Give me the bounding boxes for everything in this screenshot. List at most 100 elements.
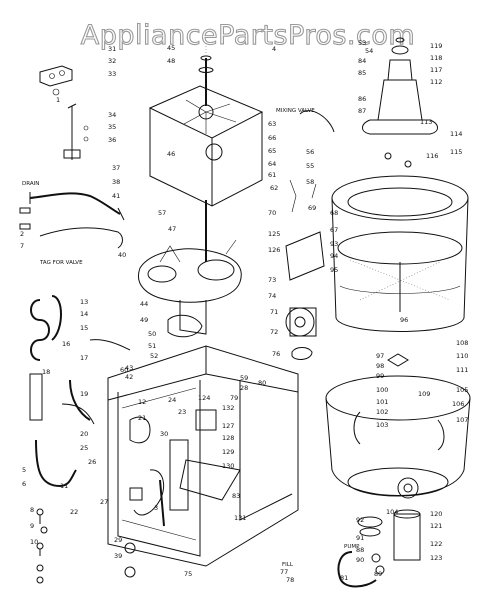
callout-76: 76 <box>272 350 280 358</box>
callout-44: 44 <box>140 300 148 308</box>
callout-layer: 1234567891011121314151617181920212223242… <box>20 39 468 584</box>
callout-7: 7 <box>20 242 24 250</box>
transmission <box>138 200 242 338</box>
callout-50: 50 <box>148 330 156 338</box>
callout-12: 12 <box>138 398 146 406</box>
callout-48: 48 <box>167 57 175 65</box>
callout-63: 63 <box>268 120 276 128</box>
notes: DRAIN MIXING VALVE TAG FOR VALVE PUMP FI… <box>22 108 360 568</box>
callout-53: 53 <box>358 39 366 47</box>
callout-24: 24 <box>168 396 176 404</box>
callout-128: 128 <box>222 434 234 442</box>
callout-1: 1 <box>56 96 60 104</box>
callout-117: 117 <box>430 66 442 74</box>
callout-52: 52 <box>150 352 158 360</box>
callout-90: 90 <box>356 556 364 564</box>
callout-112: 112 <box>430 78 442 86</box>
callout-83: 83 <box>232 492 240 500</box>
callout-47: 47 <box>168 225 176 233</box>
cabinet-frame <box>107 345 299 567</box>
callout-60: 60 <box>120 366 128 374</box>
callout-127: 127 <box>222 422 234 430</box>
callout-42: 42 <box>125 373 133 381</box>
motor-assembly <box>285 110 335 360</box>
callout-64: 64 <box>268 160 276 168</box>
callout-95: 95 <box>330 266 338 274</box>
callout-108: 108 <box>456 339 468 347</box>
callout-17: 17 <box>80 354 88 362</box>
callout-73: 73 <box>268 276 276 284</box>
callout-61: 61 <box>268 171 276 179</box>
callout-107: 107 <box>456 416 468 424</box>
callout-80: 80 <box>258 379 266 387</box>
callout-22: 22 <box>70 508 78 516</box>
callout-94: 94 <box>330 252 338 260</box>
callout-104: 104 <box>386 508 398 516</box>
callout-122: 122 <box>430 540 442 548</box>
note-tag-for-valve: TAG FOR VALVE <box>39 260 83 266</box>
callout-115: 115 <box>450 148 462 156</box>
callout-36: 36 <box>108 136 116 144</box>
callout-39: 39 <box>114 552 122 560</box>
callout-100: 100 <box>376 386 388 394</box>
callout-131: 131 <box>234 514 246 522</box>
callout-132: 132 <box>222 404 234 412</box>
callout-77: 77 <box>280 568 288 576</box>
callout-11: 11 <box>60 482 68 490</box>
callout-72: 72 <box>270 328 278 336</box>
callout-85: 85 <box>358 69 366 77</box>
callout-102: 102 <box>376 408 388 416</box>
callout-121: 121 <box>430 522 442 530</box>
callout-25: 25 <box>80 444 88 452</box>
wash-tub <box>331 175 469 332</box>
callout-41: 41 <box>112 192 120 200</box>
left-hardware <box>36 508 136 584</box>
callout-71: 71 <box>270 308 278 316</box>
callout-62: 62 <box>270 184 278 192</box>
callout-40: 40 <box>118 251 126 259</box>
callout-68: 68 <box>330 209 338 217</box>
callout-51: 51 <box>148 342 156 350</box>
callout-29: 29 <box>114 536 122 544</box>
callout-16: 16 <box>62 340 70 348</box>
callout-8: 8 <box>30 506 34 514</box>
callout-34: 34 <box>108 111 116 119</box>
callout-98: 98 <box>376 362 384 370</box>
callout-125: 125 <box>268 230 280 238</box>
callout-6: 6 <box>22 480 26 488</box>
callout-93: 93 <box>330 240 338 248</box>
callout-2: 2 <box>20 230 24 238</box>
callout-97: 97 <box>376 352 384 360</box>
callout-18: 18 <box>42 368 50 376</box>
note-pump: PUMP <box>344 544 360 550</box>
callout-57: 57 <box>158 209 166 217</box>
callout-113: 113 <box>420 118 432 126</box>
callout-101: 101 <box>376 398 388 406</box>
drain-hose <box>19 192 125 249</box>
callout-129: 129 <box>222 448 234 456</box>
callout-32: 32 <box>108 57 116 65</box>
callout-31: 31 <box>108 45 116 53</box>
callout-74: 74 <box>268 292 276 300</box>
callout-69: 69 <box>308 204 316 212</box>
callout-78: 78 <box>286 576 294 584</box>
callout-84: 84 <box>358 57 366 65</box>
callout-105: 105 <box>456 386 468 394</box>
callout-35: 35 <box>108 123 116 131</box>
callout-15: 15 <box>80 324 88 332</box>
note-mixing-valve: MIXING VALVE <box>276 108 315 114</box>
callout-126: 126 <box>268 246 280 254</box>
callout-99: 99 <box>376 372 384 380</box>
callout-28: 28 <box>240 384 248 392</box>
callout-58: 58 <box>306 178 314 186</box>
callout-110: 110 <box>456 352 468 360</box>
callout-81: 81 <box>340 574 348 582</box>
pump-assembly <box>337 509 421 588</box>
callout-86: 86 <box>358 95 366 103</box>
callout-19: 19 <box>80 390 88 398</box>
callout-87: 87 <box>358 107 366 115</box>
callout-43: 43 <box>125 364 133 372</box>
callout-124: 124 <box>198 394 210 402</box>
callout-106: 106 <box>452 400 464 408</box>
callout-30: 30 <box>160 430 168 438</box>
